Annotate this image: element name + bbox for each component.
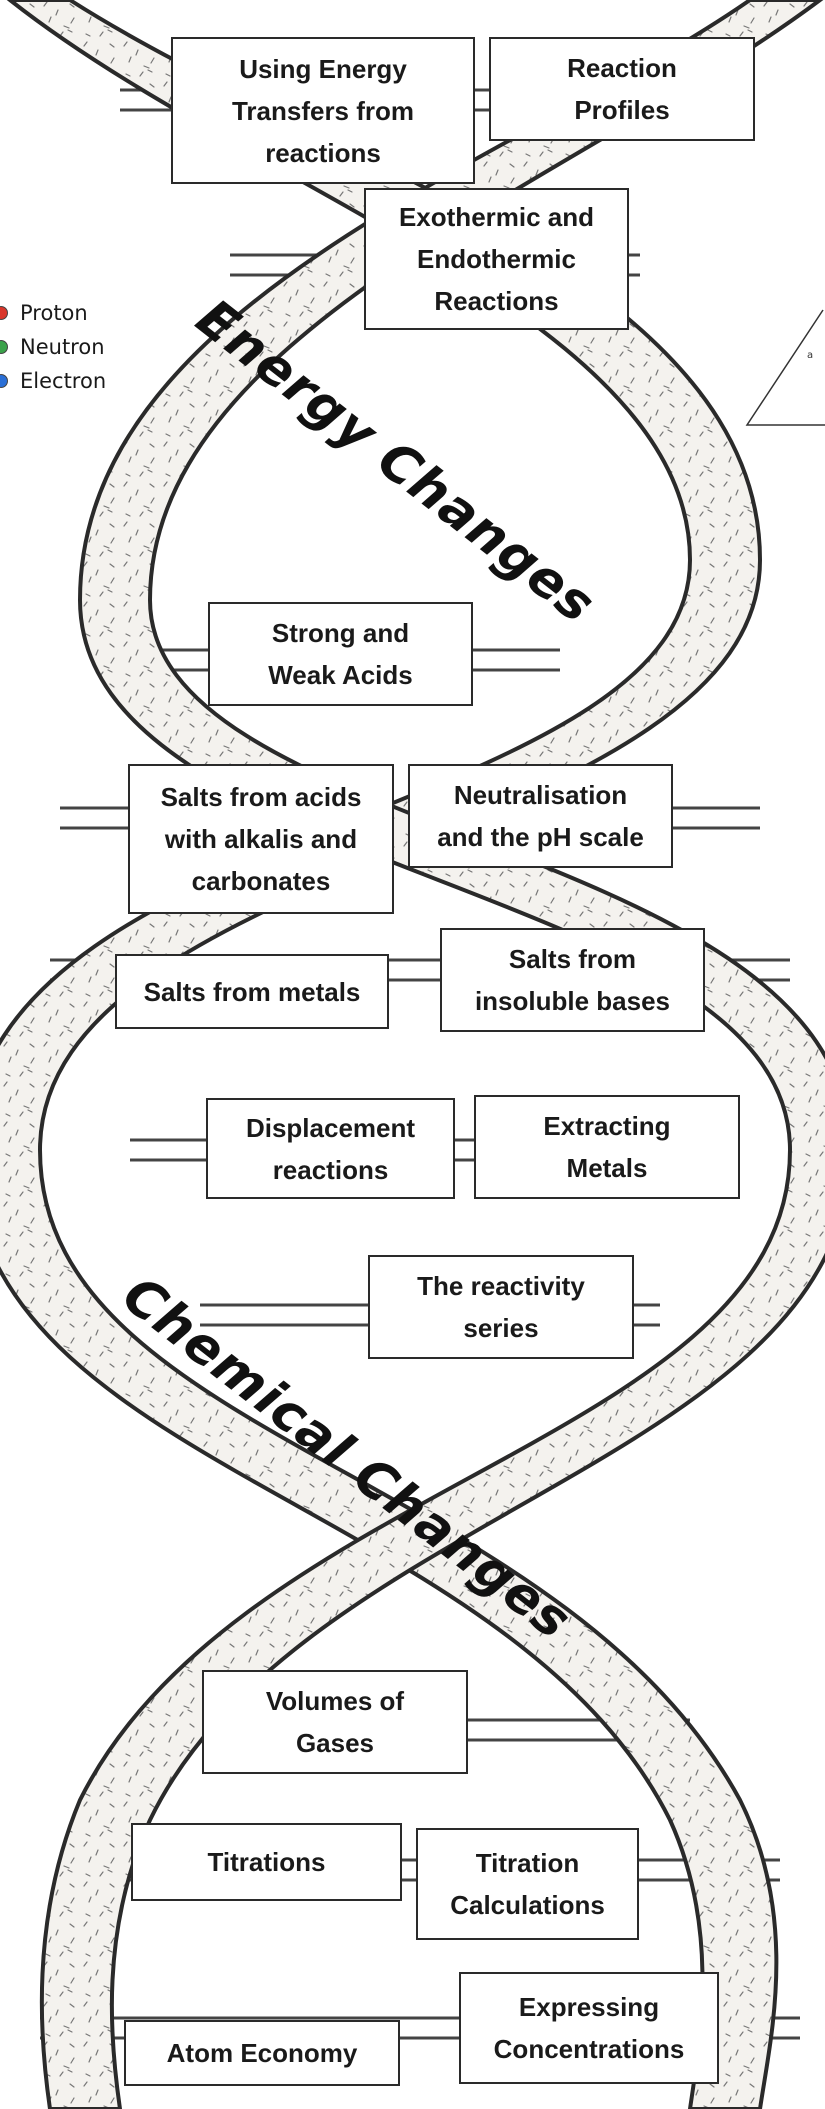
legend-item-proton: Proton xyxy=(0,296,106,330)
neutron-dot-icon xyxy=(0,340,8,354)
legend-item-electron: Electron xyxy=(0,364,106,398)
legend-label: Neutron xyxy=(20,335,105,359)
topic-salts-from-metals[interactable]: Salts from metals xyxy=(115,954,389,1029)
topic-salts-acids-alkalis[interactable]: Salts from acids with alkalis and carbon… xyxy=(128,764,394,914)
topic-extracting-metals[interactable]: Extracting Metals xyxy=(474,1095,740,1199)
legend-label: Proton xyxy=(20,301,88,325)
electron-dot-icon xyxy=(0,374,8,388)
atom-legend: Proton Neutron Electron xyxy=(0,296,106,398)
triangle-diagram-fragment: a xyxy=(745,300,825,430)
svg-text:a: a xyxy=(807,350,813,361)
topic-exothermic-endothermic[interactable]: Exothermic and Endothermic Reactions xyxy=(364,188,629,330)
topic-volumes-of-gases[interactable]: Volumes of Gases xyxy=(202,1670,468,1774)
topic-displacement-reactions[interactable]: Displacement reactions xyxy=(206,1098,455,1199)
topic-neutralisation-ph[interactable]: Neutralisation and the pH scale xyxy=(408,764,673,868)
topic-salts-insoluble-bases[interactable]: Salts from insoluble bases xyxy=(440,928,705,1032)
legend-label: Electron xyxy=(20,369,106,393)
topic-titration-calculations[interactable]: Titration Calculations xyxy=(416,1828,639,1940)
topic-reactivity-series[interactable]: The reactivity series xyxy=(368,1255,634,1359)
legend-item-neutron: Neutron xyxy=(0,330,106,364)
topic-reaction-profiles[interactable]: Reaction Profiles xyxy=(489,37,755,141)
topic-atom-economy[interactable]: Atom Economy xyxy=(124,2020,400,2086)
topic-titrations[interactable]: Titrations xyxy=(131,1823,402,1901)
topic-expressing-concentrations[interactable]: Expressing Concentrations xyxy=(459,1972,719,2084)
topic-energy-transfers[interactable]: Using Energy Transfers from reactions xyxy=(171,37,475,184)
proton-dot-icon xyxy=(0,306,8,320)
topic-strong-weak-acids[interactable]: Strong and Weak Acids xyxy=(208,602,473,706)
